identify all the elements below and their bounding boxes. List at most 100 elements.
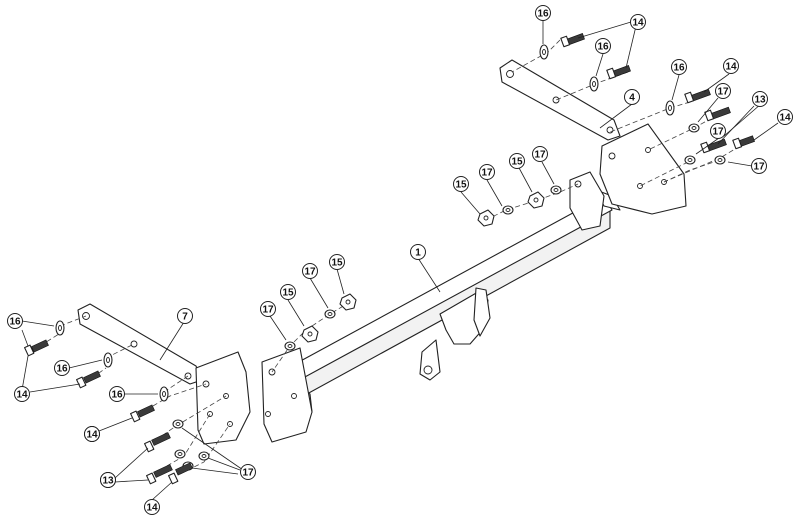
bolt-r5 — [700, 138, 727, 154]
callout-number: 17 — [262, 305, 274, 316]
main-crossbar — [283, 189, 621, 413]
callout-circle — [751, 158, 767, 174]
callout-circle — [14, 386, 30, 402]
callout-13: 13 — [752, 91, 768, 107]
bolt-r3 — [684, 88, 711, 104]
bolt-r6 — [732, 135, 755, 150]
callout-circle — [710, 123, 726, 139]
callout-number: 16 — [56, 364, 68, 375]
bolt-r2 — [606, 65, 631, 80]
callout-circle — [595, 38, 611, 54]
callout-circle — [479, 164, 495, 180]
callout-17: 17 — [532, 146, 548, 162]
callout-circle — [240, 464, 256, 480]
callout-number: 14 — [779, 113, 791, 124]
callout-number: 7 — [182, 312, 188, 323]
callout-number: 13 — [102, 476, 114, 487]
callout-circle — [532, 146, 548, 162]
right-crossbar-bracket — [569, 171, 605, 231]
callout-number: 14 — [86, 430, 98, 441]
callout-number: 15 — [455, 180, 467, 191]
callout-number: 17 — [481, 168, 493, 179]
callout-15: 15 — [329, 254, 345, 270]
callout-14: 14 — [723, 58, 739, 74]
callout-circle — [410, 244, 426, 260]
callout-15: 15 — [453, 176, 469, 192]
callout-number: 17 — [534, 150, 546, 161]
callout-16: 16 — [54, 360, 70, 376]
callout-17: 17 — [479, 164, 495, 180]
callout-number: 16 — [597, 42, 609, 53]
callout-16: 16 — [109, 386, 125, 402]
callout-17: 17 — [260, 301, 276, 317]
callout-number: 14 — [16, 390, 28, 401]
right-side-bracket-arm — [499, 59, 687, 215]
callout-circle — [329, 254, 345, 270]
callout-number: 17 — [242, 468, 254, 479]
callout-number: 13 — [754, 95, 766, 106]
callout-16: 16 — [671, 59, 687, 75]
callout-16: 16 — [7, 313, 23, 329]
callout-circle — [302, 263, 318, 279]
callout-17: 17 — [302, 263, 318, 279]
callout-17: 17 — [751, 158, 767, 174]
left-crossbar-plate — [261, 347, 313, 443]
callout-17: 17 — [240, 464, 256, 480]
callout-circle — [453, 176, 469, 192]
leader-lines — [21, 20, 779, 501]
callout-14: 14 — [14, 386, 30, 402]
callout-17: 17 — [710, 123, 726, 139]
callout-circle — [84, 426, 100, 442]
callout-number: 4 — [629, 93, 635, 104]
callout-14: 14 — [84, 426, 100, 442]
callout-number: 14 — [146, 503, 158, 514]
callout-number: 17 — [753, 162, 765, 173]
callout-number: 1 — [415, 248, 421, 259]
left-washers — [55, 320, 210, 471]
callout-16: 16 — [535, 5, 551, 21]
callout-number: 15 — [282, 288, 294, 299]
callout-16: 16 — [595, 38, 611, 54]
callout-13: 13 — [100, 472, 116, 488]
callout-number: 14 — [725, 62, 737, 73]
callout-circle — [535, 5, 551, 21]
callout-circle — [54, 360, 70, 376]
callout-14: 14 — [630, 14, 646, 30]
bolt-r4 — [704, 106, 731, 122]
callout-circle — [777, 109, 793, 125]
callout-circle — [280, 284, 296, 300]
callout-number: 14 — [632, 18, 644, 29]
callout-circle — [715, 83, 731, 99]
callout-circle — [671, 59, 687, 75]
callout-number: 16 — [673, 63, 685, 74]
callout-1: 1 — [410, 244, 426, 260]
callout-labels: 16 14 16 16 14 4 17 13 17 14 17 17 15 17 15 1 17 15 17 15 7 1… — [7, 5, 793, 515]
callout-7: 7 — [177, 308, 193, 324]
callout-number: 16 — [111, 390, 123, 401]
callout-circle — [752, 91, 768, 107]
callout-15: 15 — [509, 153, 525, 169]
callout-circle — [509, 153, 525, 169]
callout-circle — [100, 472, 116, 488]
callout-circle — [109, 386, 125, 402]
callout-circle — [7, 313, 23, 329]
callout-number: 17 — [304, 267, 316, 278]
callout-number: 16 — [537, 9, 549, 20]
callout-circle — [260, 301, 276, 317]
left-side-bracket-arm — [77, 303, 251, 445]
callout-circle — [177, 308, 193, 324]
callout-17: 17 — [715, 83, 731, 99]
callout-4: 4 — [624, 89, 640, 105]
callout-14: 14 — [777, 109, 793, 125]
callout-circle — [624, 89, 640, 105]
callout-circle — [723, 58, 739, 74]
callout-15: 15 — [280, 284, 296, 300]
callout-number: 16 — [9, 317, 21, 328]
callout-number: 17 — [712, 127, 724, 138]
right-washers — [539, 44, 726, 165]
callout-circle — [144, 499, 160, 515]
bolt-r1 — [560, 33, 585, 48]
center-nuts-washers — [284, 185, 562, 351]
callout-number: 15 — [331, 258, 343, 269]
